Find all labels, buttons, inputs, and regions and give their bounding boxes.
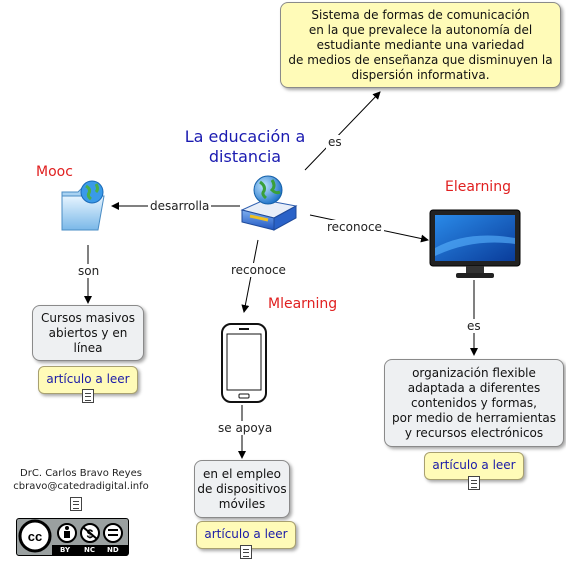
link-label-son: son — [76, 264, 102, 278]
link-label-reconoce-right: reconoce — [325, 220, 384, 234]
link-label-desarrolla: desarrolla — [148, 199, 212, 213]
author-credits: DrC. Carlos Bravo Reyes cbravo@catedradi… — [6, 467, 156, 493]
author-name: DrC. Carlos Bravo Reyes — [20, 468, 142, 479]
link-label-es-elearning: es — [465, 319, 483, 333]
smartphone-icon — [221, 323, 267, 403]
document-icon[interactable] — [240, 545, 252, 559]
mlearning-box: en el empleo de dispositivos móviles — [194, 460, 290, 518]
document-icon[interactable] — [70, 497, 82, 511]
cc-badge-nd: ND — [107, 546, 119, 554]
globe-package-icon — [240, 175, 298, 231]
monitor-icon — [429, 209, 521, 278]
svg-text:cc: cc — [28, 529, 42, 544]
link-label-reconoce-down: reconoce — [229, 263, 288, 277]
elearning-article-button[interactable]: artículo a leer — [424, 452, 524, 480]
elearning-box: organización flexible adaptada a diferen… — [384, 359, 564, 447]
line-es-top — [304, 91, 381, 171]
elearning-title: Elearning — [445, 179, 511, 195]
mooc-title: Mooc — [36, 164, 73, 180]
cc-badge-nc: NC — [84, 546, 95, 554]
folder-globe-icon — [61, 180, 105, 231]
definition-note: Sistema de formas de comunicación en la … — [280, 2, 561, 88]
cc-license-badge[interactable]: cc $ BY NC ND — [16, 518, 129, 556]
document-icon[interactable] — [468, 476, 480, 490]
document-icon[interactable] — [82, 389, 94, 403]
mooc-box: Cursos masivos abiertos y en línea — [32, 305, 144, 361]
central-title: La educación a distancia — [184, 127, 306, 166]
link-label-es-top: es — [326, 135, 344, 149]
cc-badge-by: BY — [60, 546, 71, 554]
link-label-se-apoya: se apoya — [216, 421, 275, 435]
cc-license-icons: cc $ — [17, 519, 128, 555]
mlearning-title: Mlearning — [268, 296, 338, 312]
author-email: cbravo@catedradigital.info — [13, 481, 149, 492]
